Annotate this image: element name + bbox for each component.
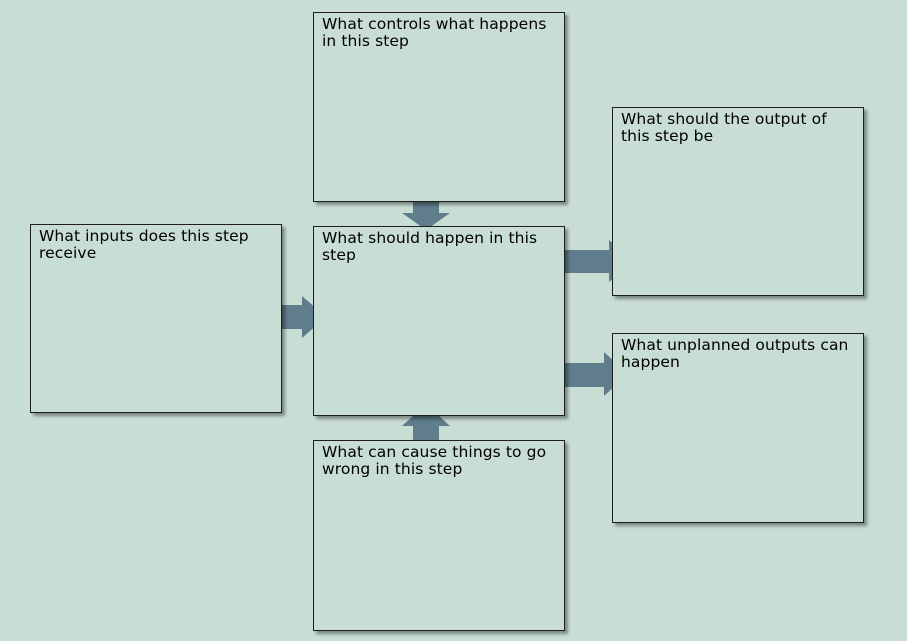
box-inputs-label: What inputs does this step receive bbox=[39, 227, 249, 262]
box-output-label: What should the output of this step be bbox=[621, 110, 827, 145]
box-center-step: What should happen in this step bbox=[313, 226, 565, 416]
box-what-can-go-wrong-label: What can cause things to go wrong in thi… bbox=[322, 443, 547, 478]
box-output: What should the output of this step be bbox=[612, 107, 864, 296]
box-controls: What controls what happens in this step bbox=[313, 12, 565, 202]
box-controls-label: What controls what happens in this step bbox=[322, 15, 547, 50]
box-center-step-label: What should happen in this step bbox=[322, 229, 538, 264]
box-what-can-go-wrong: What can cause things to go wrong in thi… bbox=[313, 440, 565, 631]
box-inputs: What inputs does this step receive bbox=[30, 224, 282, 413]
box-unplanned-outputs-label: What unplanned outputs can happen bbox=[621, 336, 849, 371]
box-unplanned-outputs: What unplanned outputs can happen bbox=[612, 333, 864, 523]
